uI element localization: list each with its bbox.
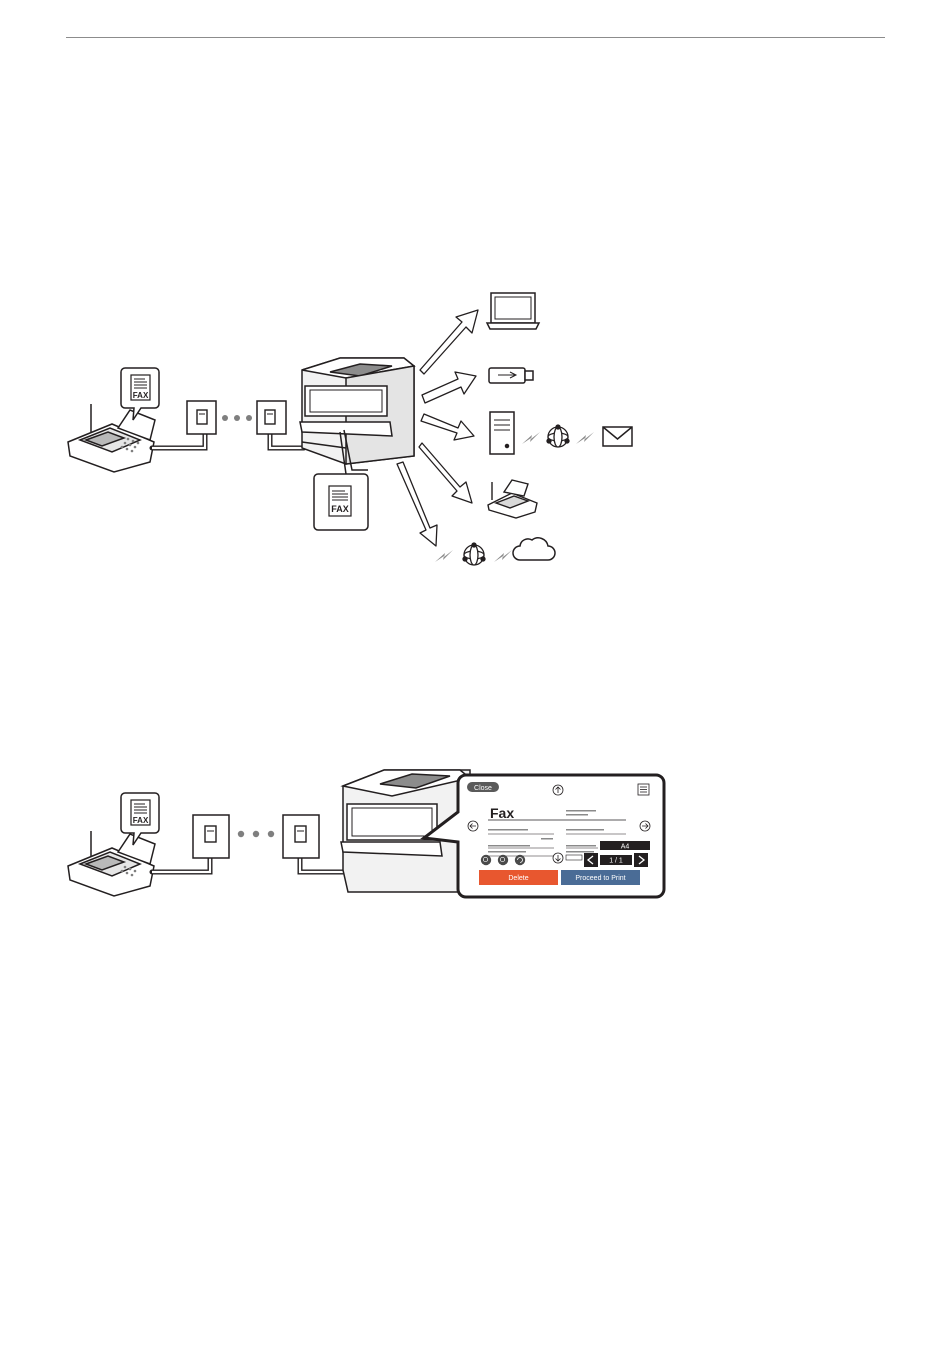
next-page-button[interactable] [640,821,650,831]
laptop-icon [487,293,539,329]
arrow-to-server [421,414,474,440]
fax-badge-label: FAX [133,816,149,825]
delete-button-label: Delete [508,875,528,882]
arrow-to-cloud [397,462,437,546]
arrow-to-usb [422,372,476,403]
phone-jack-icon [193,815,229,858]
fax-preview-panel: Close Fax [424,775,664,897]
rotate-icon[interactable] [515,855,525,865]
zoom-in-icon[interactable] [481,855,491,865]
internet-globe-icon [463,543,485,565]
cloud-icon [513,538,555,560]
page-indicator-label: 1 / 1 [609,858,623,865]
line-continuation-dots [238,831,274,837]
fax-document-title: Fax [490,805,514,821]
menu-icon[interactable] [638,784,649,795]
printer-icon [300,358,414,464]
destination-fax-machine-icon [488,480,537,518]
page-next-button[interactable] [634,853,648,867]
fax-preview-diagram: FAX Close [0,760,950,910]
scroll-down-button[interactable] [553,853,563,863]
fax-forwarding-diagram: FAX [0,280,950,590]
sender-fax-machine-icon [68,831,155,896]
zoom-out-icon[interactable] [498,855,508,865]
close-button-label: Close [474,785,492,792]
header-rule [66,37,885,38]
previous-page-button[interactable] [468,821,478,831]
line-continuation-dots [222,415,252,421]
usb-memory-icon [489,368,533,383]
fax-document-badge-left: FAX [121,368,159,420]
proceed-to-print-label: Proceed to Print [575,875,625,882]
page-previous-button[interactable] [584,853,598,867]
internet-globe-icon [547,425,569,447]
phone-jack-icon [283,815,319,858]
arrow-to-fax [419,443,472,503]
paper-size-label: A4 [621,844,630,851]
fax-badge-left-label: FAX [133,391,149,400]
arrow-to-laptop [420,310,478,374]
sender-fax-machine-icon [68,404,155,472]
fax-badge-center-label: FAX [331,504,349,514]
scroll-up-button[interactable] [553,785,563,795]
phone-jack-icon [257,401,286,434]
phone-jack-icon [187,401,216,434]
email-icon [603,427,632,446]
server-icon [490,412,514,454]
